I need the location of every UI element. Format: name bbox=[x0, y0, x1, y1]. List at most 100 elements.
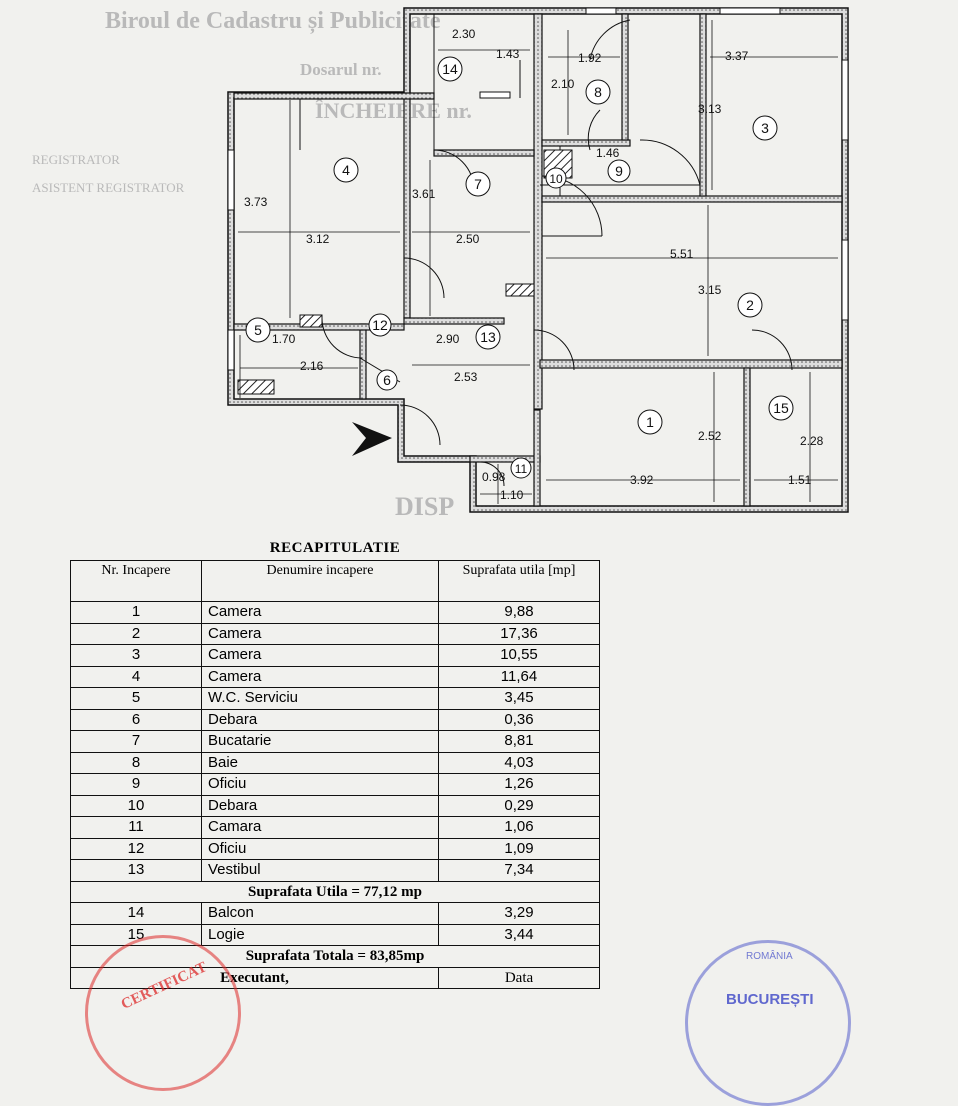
cell-nr: 12 bbox=[70, 837, 202, 860]
asistent-line: ASISTENT REGISTRATOR bbox=[32, 180, 185, 195]
cell-name: Baie bbox=[201, 751, 439, 774]
util-total-row: Suprafata Utila = 77,12 mp bbox=[70, 880, 600, 903]
dim-label: 2.90 bbox=[436, 332, 460, 346]
room-number: 6 bbox=[383, 372, 391, 388]
cell-name: Camera bbox=[201, 644, 439, 667]
cell-nr: 10 bbox=[70, 794, 202, 817]
cell-name: Vestibul bbox=[201, 859, 439, 882]
room-number: 1 bbox=[646, 414, 654, 430]
dim-label: 3.13 bbox=[698, 102, 722, 116]
cell-name: Oficiu bbox=[201, 837, 439, 860]
dim-label: 2.52 bbox=[698, 429, 722, 443]
dim-label: 1.70 bbox=[272, 332, 296, 346]
registry-stamp-bottom: BUCUREȘTI bbox=[726, 991, 814, 1008]
dim-label: 1.43 bbox=[496, 47, 520, 61]
room-number: 11 bbox=[515, 462, 528, 476]
cell-area: 1,26 bbox=[438, 773, 600, 796]
dim-label: 3.37 bbox=[725, 49, 749, 63]
dim-label: 2.30 bbox=[452, 27, 476, 41]
dimension-labels: 2.30 1.43 1.92 2.10 3.37 3.13 1.46 3.73 … bbox=[244, 27, 824, 502]
dim-label: 0.98 bbox=[482, 470, 506, 484]
cell-area: 17,36 bbox=[438, 622, 600, 645]
room-number: 9 bbox=[615, 163, 623, 179]
cell-nr: 7 bbox=[70, 730, 202, 753]
cell-nr: 4 bbox=[70, 665, 202, 688]
cell-nr: 14 bbox=[70, 902, 202, 925]
dim-label: 1.46 bbox=[596, 146, 620, 160]
room-markers bbox=[245, 56, 794, 479]
col-name-header: Denumire incapere bbox=[201, 560, 439, 602]
dim-label: 3.12 bbox=[306, 232, 330, 246]
dimension-lines bbox=[238, 20, 838, 504]
data-label: Data bbox=[438, 966, 600, 989]
cell-name: Camera bbox=[201, 601, 439, 624]
dim-label: 1.10 bbox=[500, 488, 524, 502]
cell-area: 0,29 bbox=[438, 794, 600, 817]
dim-label: 1.51 bbox=[788, 473, 812, 487]
dim-label: 5.51 bbox=[670, 247, 694, 261]
registrator-line: REGISTRATOR bbox=[32, 152, 120, 167]
cell-nr: 8 bbox=[70, 751, 202, 774]
room-number: 4 bbox=[342, 162, 350, 178]
dim-label: 2.28 bbox=[800, 434, 824, 448]
room-number: 15 bbox=[773, 400, 789, 416]
partitions bbox=[299, 14, 700, 506]
windows bbox=[227, 7, 849, 371]
disp-heading: DISP bbox=[395, 492, 455, 521]
room-number: 10 bbox=[549, 172, 563, 186]
cell-nr: 1 bbox=[70, 601, 202, 624]
cell-area: 3,29 bbox=[438, 902, 600, 925]
entrance-arrow-icon bbox=[352, 422, 392, 456]
util-total: Suprafata Utila = 77,12 mp bbox=[70, 880, 600, 903]
cell-nr: 3 bbox=[70, 644, 202, 667]
cell-area: 3,44 bbox=[438, 923, 600, 946]
certificate-stamp: CERTIFICAT bbox=[85, 935, 241, 1091]
dim-label: 2.10 bbox=[551, 77, 575, 91]
cell-nr: 6 bbox=[70, 708, 202, 731]
col-area-header: Suprafata utila [mp] bbox=[438, 560, 600, 602]
room-number: 3 bbox=[761, 120, 769, 136]
cell-nr: 9 bbox=[70, 773, 202, 796]
recap-table: Nr. Incapere Denumire incapere Suprafata… bbox=[70, 560, 600, 989]
cell-area: 8,81 bbox=[438, 730, 600, 753]
room-number: 13 bbox=[480, 329, 496, 345]
dim-label: 3.61 bbox=[412, 187, 436, 201]
dim-label: 2.53 bbox=[454, 370, 478, 384]
recap-title: RECAPITULATIE bbox=[269, 540, 401, 556]
certificate-stamp-text: CERTIFICAT bbox=[118, 959, 210, 1013]
cell-name: Debara bbox=[201, 708, 439, 731]
registry-stamp: ROMÂNIA BUCUREȘTI bbox=[685, 940, 851, 1106]
cell-area: 9,88 bbox=[438, 601, 600, 624]
dim-label: 2.16 bbox=[300, 359, 324, 373]
cell-name: Camera bbox=[201, 665, 439, 688]
cell-name: Balcon bbox=[201, 902, 439, 925]
table-header-row: Nr. Incapere Denumire incapere Suprafata… bbox=[70, 560, 600, 602]
room-number: 8 bbox=[594, 84, 602, 100]
cell-name: Camera bbox=[201, 622, 439, 645]
cell-nr: 5 bbox=[70, 687, 202, 710]
cell-nr: 13 bbox=[70, 859, 202, 882]
cell-area: 4,03 bbox=[438, 751, 600, 774]
registry-stamp-top: ROMÂNIA bbox=[746, 951, 793, 962]
cell-name: W.C. Serviciu bbox=[201, 687, 439, 710]
room-number: 12 bbox=[372, 317, 388, 333]
dim-label: 1.92 bbox=[578, 51, 602, 65]
doors bbox=[321, 19, 793, 487]
office-title: Biroul de Cadastru și Publicitate bbox=[105, 8, 441, 34]
floor-plan: 2.30 1.43 1.92 2.10 3.37 3.13 1.46 3.73 … bbox=[227, 7, 849, 513]
col-nr-header: Nr. Incapere bbox=[70, 560, 202, 602]
cell-name: Camara bbox=[201, 816, 439, 839]
room-number: 5 bbox=[254, 322, 262, 338]
